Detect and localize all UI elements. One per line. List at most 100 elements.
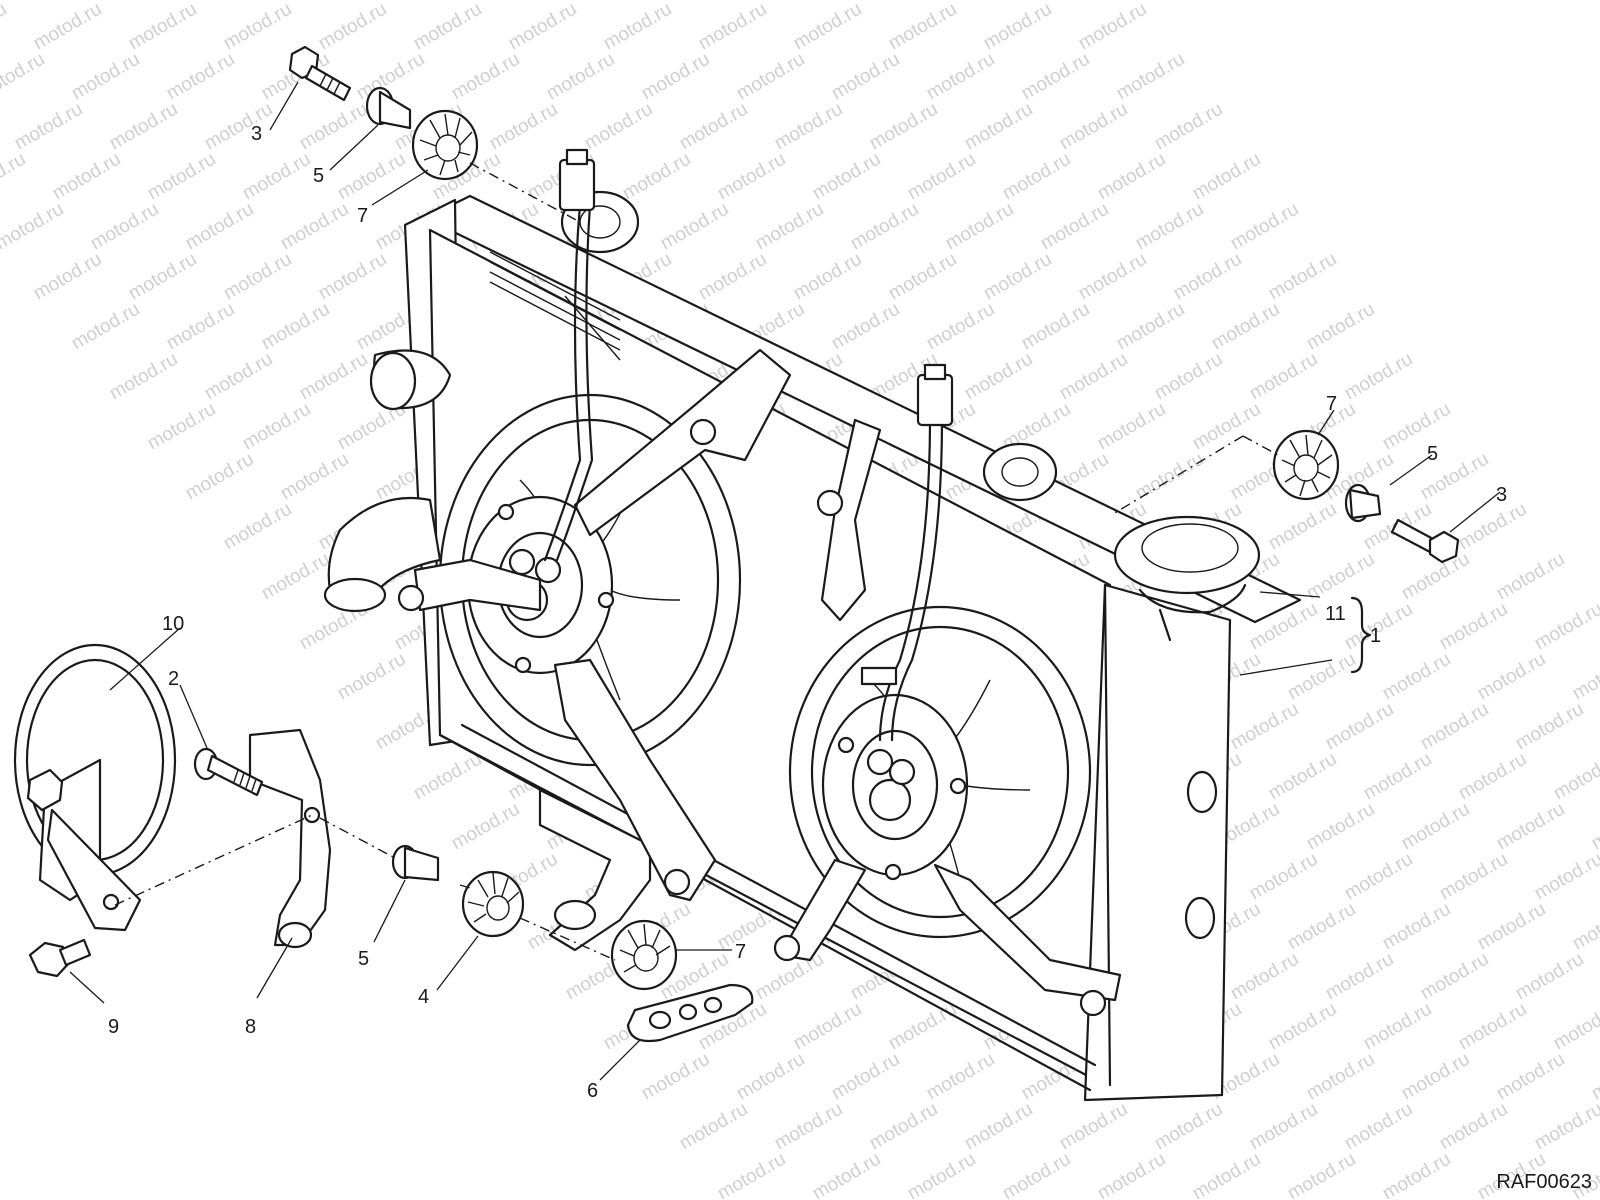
watermark-text: motod.ru	[828, 299, 903, 355]
watermark-text: motod.ru	[1436, 599, 1511, 655]
watermark-text: motod.ru	[733, 49, 808, 105]
watermark-text: motod.ru	[277, 199, 352, 255]
watermark-text: motod.ru	[448, 799, 523, 855]
watermark-text: motod.ru	[676, 99, 751, 155]
watermark-text: motod.ru	[1265, 749, 1340, 805]
watermark-text: motod.ru	[676, 1099, 751, 1155]
watermark-text: motod.ru	[1018, 299, 1093, 355]
watermark-text: motod.ru	[543, 49, 618, 105]
watermark-text: motod.ru	[600, 0, 675, 54]
watermark-text: motod.ru	[1075, 249, 1150, 305]
watermark-text: motod.ru	[1569, 649, 1600, 705]
watermark-text: motod.ru	[790, 249, 865, 305]
watermark-text: motod.ru	[1303, 299, 1378, 355]
watermark-text: motod.ru	[961, 349, 1036, 405]
watermark-text: motod.ru	[448, 49, 523, 105]
watermark-text: motod.ru	[1094, 399, 1169, 455]
watermark-text: motod.ru	[0, 199, 67, 255]
watermark-text: motod.ru	[201, 99, 276, 155]
watermark-text: motod.ru	[562, 0, 637, 4]
watermark-text: motod.ru	[752, 199, 827, 255]
watermark-text: motod.ru	[1284, 1149, 1359, 1200]
lower-mount-hardware	[391, 844, 754, 1043]
right-fan	[788, 605, 1092, 939]
watermark-text: motod.ru	[847, 0, 922, 4]
watermark-text: motod.ru	[809, 1149, 884, 1200]
watermark-text: motod.ru	[1531, 1099, 1600, 1155]
watermark-text: motod.ru	[68, 49, 143, 105]
watermark-text: motod.ru	[980, 249, 1055, 305]
watermark-text: motod.ru	[885, 999, 960, 1055]
watermark-text: motod.ru	[885, 249, 960, 305]
watermark-text: motod.ru	[828, 49, 903, 105]
watermark-text: motod.ru	[638, 49, 713, 105]
watermark-text: motod.ru	[1303, 799, 1378, 855]
watermark-text: motod.ru	[1474, 649, 1549, 705]
watermark-text: motod.ru	[1417, 949, 1492, 1005]
callout-8: 8	[245, 1016, 256, 1038]
watermark-text: motod.ru	[144, 399, 219, 455]
watermark-text: motod.ru	[904, 149, 979, 205]
watermark-text: motod.ru	[49, 149, 124, 205]
watermark-text: motod.ru	[1208, 299, 1283, 355]
watermark-text: motod.ru	[1132, 199, 1207, 255]
watermark-text: motod.ru	[1265, 249, 1340, 305]
watermark-text: motod.ru	[1303, 1049, 1378, 1105]
drawing-reference-code: RAF00623	[1496, 1171, 1592, 1193]
watermark-text: motod.ru	[1474, 899, 1549, 955]
callout-11: 11	[1325, 603, 1346, 625]
watermark-text: motod.ru	[182, 449, 257, 505]
watermark-text: motod.ru	[68, 299, 143, 355]
horn-bracket	[248, 728, 332, 949]
watermark-text: motod.ru	[277, 0, 352, 4]
watermark-text: motod.ru	[657, 0, 732, 4]
watermark-text: motod.ru	[1322, 949, 1397, 1005]
watermark-text: motod.ru	[1075, 0, 1150, 54]
watermark-text: motod.ru	[87, 199, 162, 255]
watermark-text: motod.ru	[201, 349, 276, 405]
watermark-text: motod.ru	[1189, 1149, 1264, 1200]
leader-lines	[69, 81, 1501, 1081]
callout-5: 5	[1427, 443, 1438, 465]
watermark-text: motod.ru	[790, 999, 865, 1055]
watermark-text: motod.ru	[581, 99, 656, 155]
watermark-text: motod.ru	[106, 99, 181, 155]
watermark-text: motod.ru	[1360, 749, 1435, 805]
watermark-text: motod.ru	[106, 349, 181, 405]
fan-straps	[397, 348, 1122, 1017]
watermark-text: motod.ru	[885, 0, 960, 54]
watermark-text: motod.ru	[1588, 1049, 1600, 1105]
watermark-text: motod.ru	[1398, 799, 1473, 855]
watermark-text: motod.ru	[1227, 949, 1302, 1005]
watermark-text: motod.ru	[1436, 1099, 1511, 1155]
watermark-text: motod.ru	[1037, 0, 1112, 4]
watermark-text: motod.ru	[1455, 499, 1530, 555]
watermark-text: motod.ru	[1531, 849, 1600, 905]
watermark-text: motod.ru	[1056, 1099, 1131, 1155]
watermark-text: motod.ru	[1284, 649, 1359, 705]
watermark-text: motod.ru	[163, 49, 238, 105]
horn	[13, 643, 177, 932]
callout-5: 5	[358, 948, 369, 970]
watermark-text: motod.ru	[30, 249, 105, 305]
watermark-text: motod.ru	[296, 349, 371, 405]
watermark-text: motod.ru	[638, 1049, 713, 1105]
watermark-text: motod.ru	[866, 99, 941, 155]
watermark-text: motod.ru	[1398, 1049, 1473, 1105]
watermark-text: motod.ru	[1455, 999, 1530, 1055]
watermark-text: motod.ru	[182, 0, 257, 4]
watermark-text: motod.ru	[1246, 349, 1321, 405]
callout-3: 3	[251, 123, 262, 145]
callout-1: 1	[1370, 625, 1381, 647]
watermark-text: motod.ru	[0, 0, 10, 54]
watermark-text: motod.ru	[315, 249, 390, 305]
watermark-text: motod.ru	[1436, 849, 1511, 905]
watermark-text: motod.ru	[0, 49, 48, 105]
watermark-text: motod.ru	[1379, 1149, 1454, 1200]
watermark-text: motod.ru	[714, 149, 789, 205]
callout-5: 5	[313, 165, 324, 187]
watermark-text: motod.ru	[790, 0, 865, 54]
watermark-text: motod.ru	[1455, 749, 1530, 805]
watermark-text: motod.ru	[372, 0, 447, 4]
